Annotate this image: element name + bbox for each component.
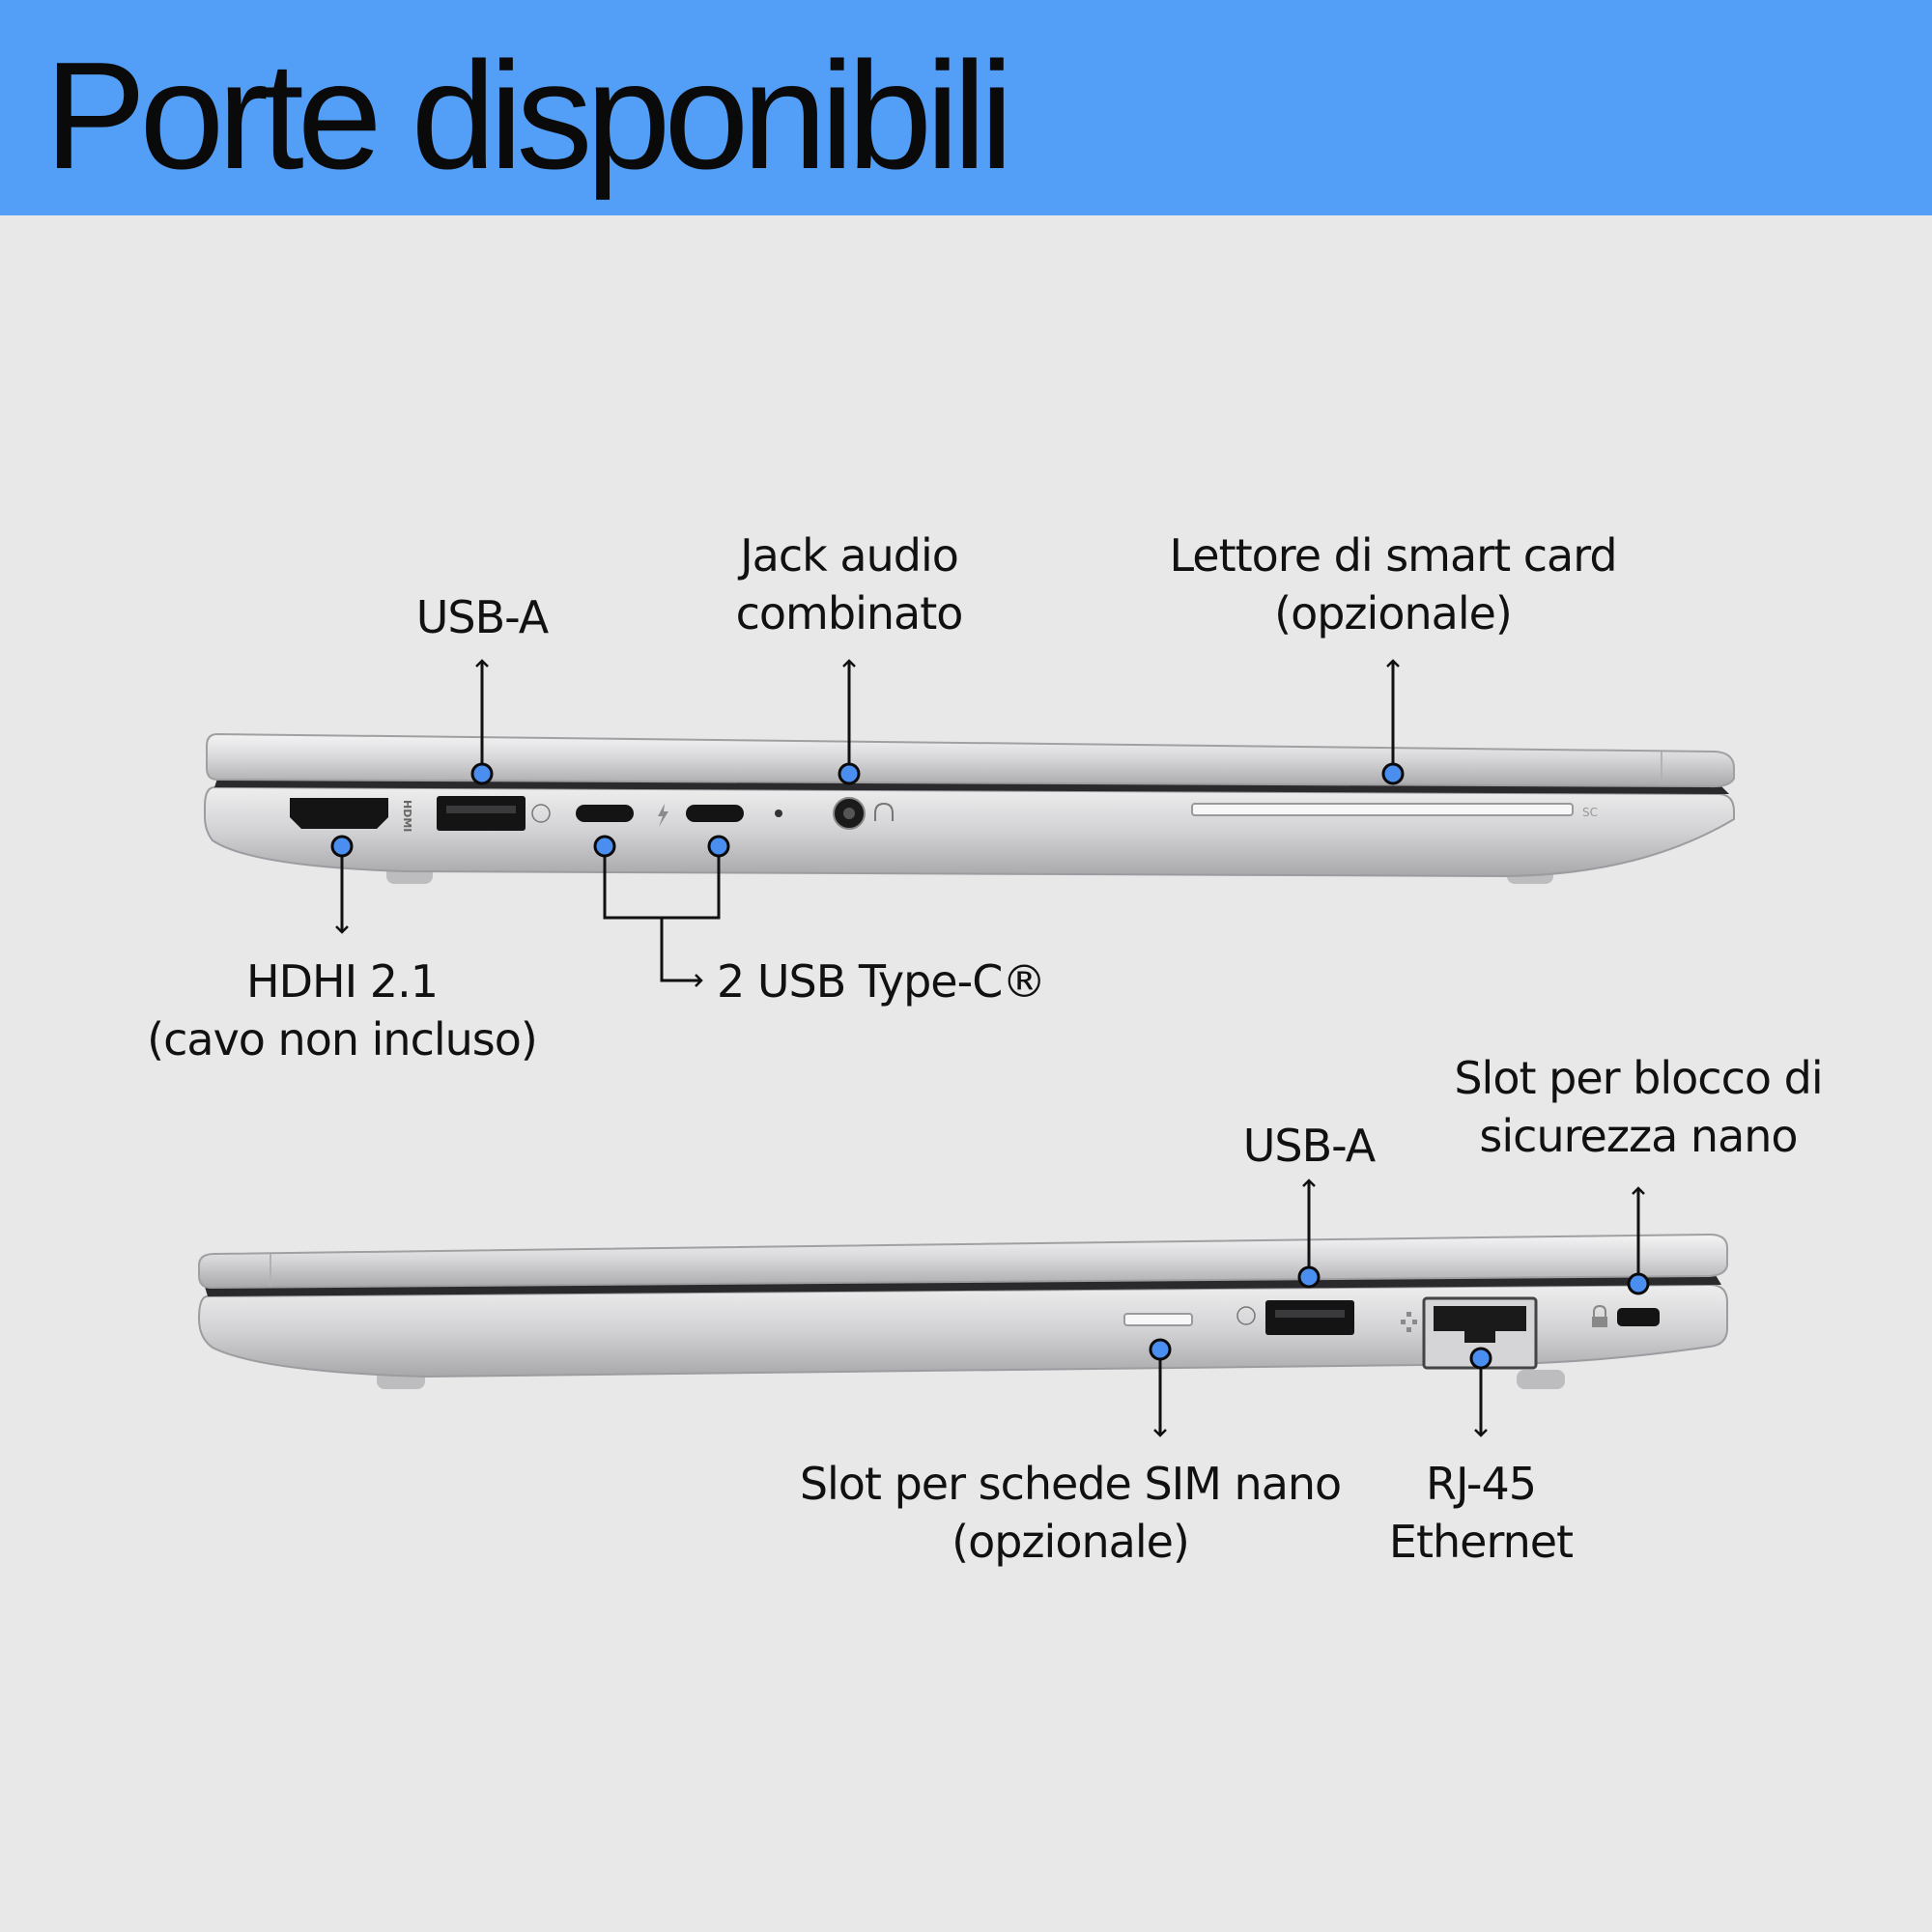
- usb-c-port-2: [686, 805, 744, 822]
- label-smart-card: Lettore di smart card (opzionale): [1169, 529, 1617, 639]
- marker-usb-a-left: [470, 762, 494, 785]
- hdmi-port: [290, 798, 388, 829]
- foot: [1517, 1370, 1565, 1389]
- label-sim-slot: Slot per schede SIM nano (opzionale): [799, 1458, 1342, 1568]
- superspeed-icon: [1236, 1306, 1256, 1325]
- thunderbolt-icon: [658, 804, 668, 827]
- label-usb-a-right: USB-A: [1242, 1120, 1376, 1172]
- usb-c-port-1: [576, 805, 634, 822]
- laptop-base: [204, 785, 1735, 878]
- hinge-gap: [205, 1275, 1721, 1296]
- label-usb-c: 2 USB Type-C®: [717, 955, 1046, 1008]
- marker-jack-audio: [838, 762, 861, 785]
- marker-hdmi: [330, 835, 354, 858]
- laptop-lid: [206, 732, 1735, 788]
- network-icon: [1401, 1312, 1417, 1332]
- page-title: Porte disponibili: [44, 31, 1013, 201]
- smart-card-mark: SC: [1582, 806, 1598, 819]
- headset-icon: [874, 802, 894, 821]
- header-banner: Porte disponibili: [0, 0, 1932, 215]
- callout-line-usb-c: [603, 846, 721, 982]
- hinge-gap: [214, 779, 1729, 794]
- superspeed-icon: [531, 804, 551, 823]
- label-usb-a-left: USB-A: [415, 591, 549, 643]
- lock-slot-port: [1617, 1308, 1660, 1326]
- label-jack-audio: Jack audio combinato: [735, 529, 964, 639]
- hdmi-logo: HDMI: [401, 800, 413, 832]
- laptop-right-side: [197, 1233, 1728, 1389]
- laptop-lid: [198, 1233, 1728, 1290]
- laptop-left-side: HDMI SC: [204, 732, 1735, 884]
- marker-rj45: [1469, 1347, 1492, 1370]
- marker-usb-c-1: [593, 835, 616, 858]
- label-rj45: RJ-45 Ethernet: [1388, 1458, 1574, 1568]
- smart-card-slot: [1191, 803, 1574, 816]
- marker-usb-c-2: [707, 835, 730, 858]
- marker-usb-a-right: [1297, 1265, 1321, 1289]
- marker-lock-slot: [1627, 1272, 1650, 1295]
- marker-sim-slot: [1149, 1338, 1172, 1361]
- sim-slot: [1123, 1313, 1193, 1326]
- label-lock-slot: Slot per blocco di sicurezza nano: [1454, 1052, 1823, 1162]
- marker-smart-card: [1381, 762, 1405, 785]
- label-hdmi: HDHI 2.1 (cavo non incluso): [147, 955, 538, 1065]
- lock-icon: [1593, 1304, 1606, 1317]
- led-indicator: [775, 810, 782, 817]
